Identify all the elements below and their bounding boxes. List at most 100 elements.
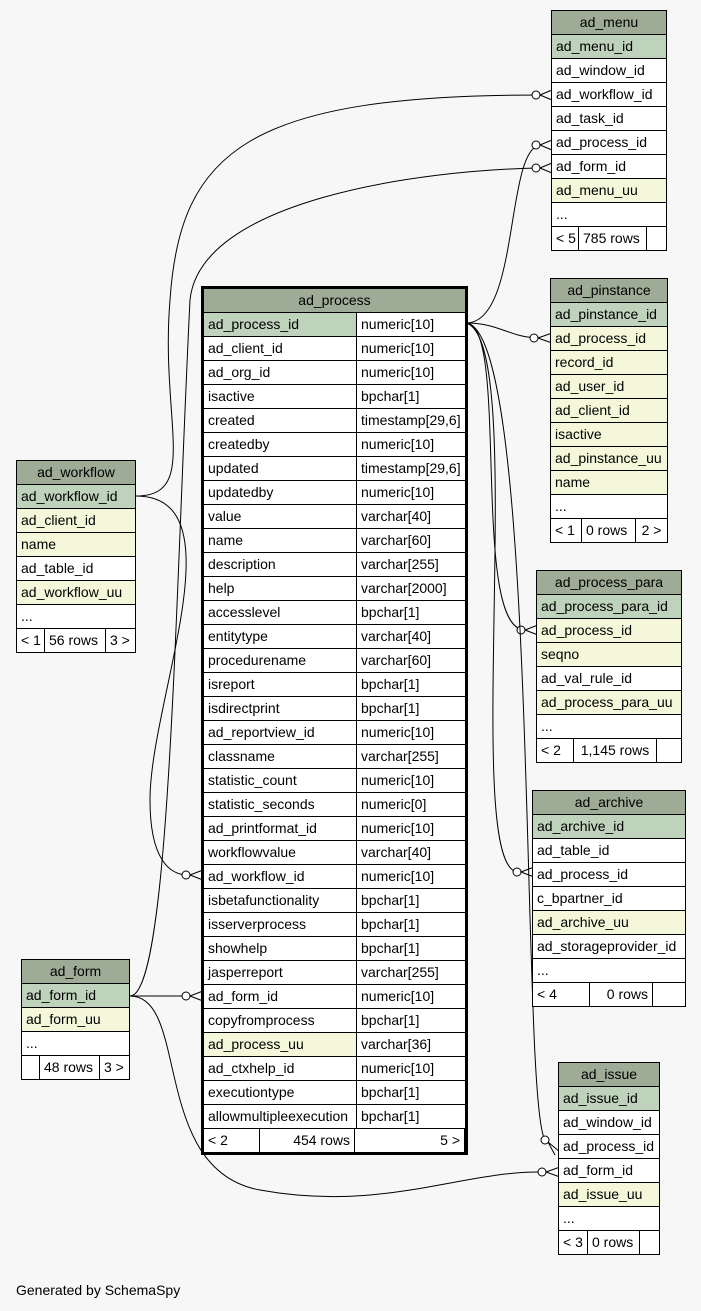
column-type: bpchar[1] [357,913,465,936]
table-ad_form[interactable]: ad_form ad_form_id ad_form_uu ... 48 row… [21,959,130,1080]
table-ad_archive[interactable]: ad_archive ad_archive_id ad_table_id ad_… [532,790,686,1007]
column-name: statistic_seconds [204,793,356,816]
column-name: ad_ctxhelp_id [204,1057,356,1080]
table-ad_process_para[interactable]: ad_process_para ad_process_para_id ad_pr… [536,570,682,763]
column-row: name [17,533,135,556]
column-type: timestamp[29,6] [357,457,465,480]
column-row: ad_process_id [537,619,681,642]
column-row: ad_table_id [17,557,135,580]
column-name: allowmultipleexecution [204,1105,356,1128]
table-title: ad_workflow [17,461,135,484]
column-name: ad_reportview_id [204,721,356,744]
column-name: workflowvalue [204,841,356,864]
parents-count: < 1 [17,629,44,652]
parents-count [22,1056,39,1079]
parents-count: < 5 [552,227,578,250]
column-name: ad_process_uu [204,1033,356,1056]
column-row: record_id [551,351,667,374]
table-ad_menu[interactable]: ad_menu ad_menu_id ad_window_id ad_workf… [551,10,667,251]
column-row: ad_issue_uu [559,1183,659,1206]
table-ad_workflow[interactable]: ad_workflow ad_workflow_id ad_client_id … [16,460,136,653]
column-type: varchar[60] [357,529,465,552]
column-type: bpchar[1] [357,889,465,912]
column-type: numeric[10] [357,721,465,744]
column-row: ad_pinstance_uu [551,447,667,470]
column-name: entitytype [204,625,356,648]
column-type: numeric[0] [357,793,465,816]
column-row: ... [22,1032,129,1055]
column-name: ad_form_id [204,985,356,1008]
column-name: isdirectprint [204,697,356,720]
row-count: 0 rows [582,519,635,542]
column-name: created [204,409,356,432]
column-row: c_bpartner_id [533,887,685,910]
column-row: ad_issue_id [559,1087,659,1110]
column-name: executiontype [204,1081,356,1104]
column-row: ad_client_id [551,399,667,422]
column-name: help [204,577,356,600]
column-name: procedurename [204,649,356,672]
table-title: ad_process [204,289,465,312]
rel-process-archive [465,322,519,873]
column-row: ad_workflow_id [552,83,666,106]
column-name: ad_printformat_id [204,817,356,840]
column-type: numeric[10] [357,313,465,336]
column-row: ad_form_uu [22,1008,129,1031]
column-name: description [204,553,356,576]
table-title: ad_archive [533,791,685,814]
column-row: ad_pinstance_id [551,303,667,326]
parents-count: < 2 [204,1129,259,1152]
column-type: bpchar[1] [357,1081,465,1104]
table-title: ad_form [22,960,129,983]
rel-form-menu [129,167,541,997]
column-type: varchar[40] [357,505,465,528]
column-type: timestamp[29,6] [357,409,465,432]
table-title: ad_process_para [537,571,681,594]
column-row: isactive [551,423,667,446]
column-name: ad_process_id [204,313,356,336]
column-type: numeric[10] [357,769,465,792]
table-title: ad_menu [552,11,666,34]
column-row: ... [17,605,135,628]
column-type: bpchar[1] [357,601,465,624]
column-row: ... [533,959,685,982]
table-title: ad_pinstance [551,279,667,302]
table-ad_issue[interactable]: ad_issue ad_issue_id ad_window_id ad_pro… [558,1062,660,1255]
column-type: numeric[10] [357,433,465,456]
column-name: classname [204,745,356,768]
column-type: varchar[255] [357,553,465,576]
column-type: varchar[36] [357,1033,465,1056]
generated-by-label: Generated by SchemaSpy [16,1282,181,1298]
column-name: createdby [204,433,356,456]
parents-count: < 1 [551,519,581,542]
column-row: ad_process_para_id [537,595,681,618]
children-count [647,227,666,250]
table-ad_pinstance[interactable]: ad_pinstance ad_pinstance_id ad_process_… [550,278,668,543]
column-row: ad_archive_id [533,815,685,838]
column-row: ad_window_id [552,59,666,82]
column-type: varchar[60] [357,649,465,672]
